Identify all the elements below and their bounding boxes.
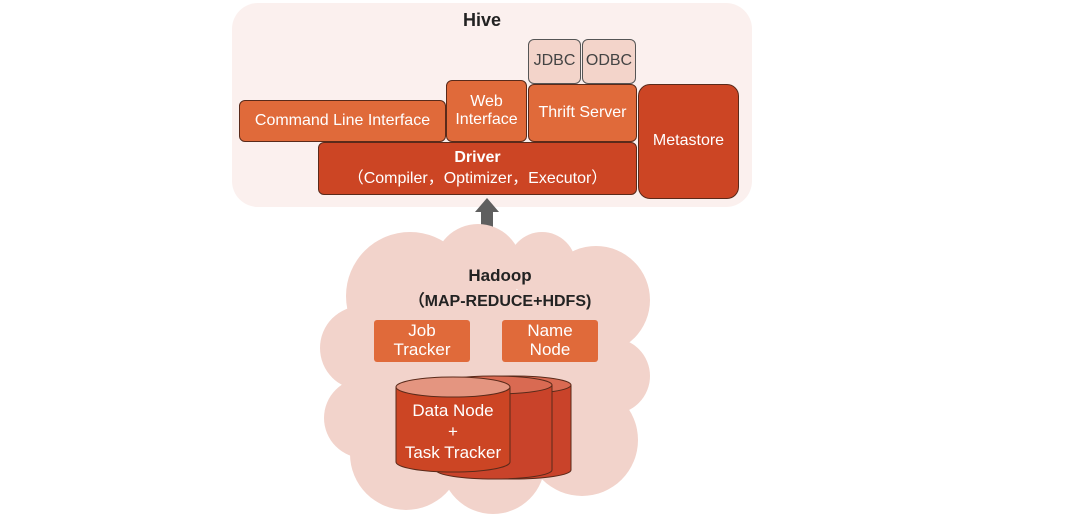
name-node-line1: Name bbox=[527, 321, 573, 341]
jdbc-box: JDBC bbox=[528, 39, 581, 84]
name-node-line2: Node bbox=[529, 340, 571, 359]
job-tracker-line2: Tracker bbox=[393, 340, 451, 359]
data-node-line1: Data Node bbox=[412, 401, 494, 420]
metastore-label: Metastore bbox=[652, 132, 725, 150]
job-tracker-line1: Job bbox=[408, 321, 436, 341]
cli-box: Command Line Interface bbox=[239, 100, 446, 142]
jdbc-label: JDBC bbox=[533, 52, 576, 70]
data-node-label: Data Node + Task Tracker bbox=[396, 400, 510, 463]
thrift-label: Thrift Server bbox=[538, 103, 627, 121]
hive-title: Hive bbox=[462, 10, 502, 30]
odbc-label: ODBC bbox=[585, 52, 633, 70]
driver-subtitle: （Compiler，Optimizer，Executor） bbox=[347, 169, 608, 187]
job-tracker-box: Job Tracker bbox=[374, 320, 470, 362]
metastore-box: Metastore bbox=[638, 84, 739, 199]
data-node-line2: + bbox=[448, 422, 458, 441]
name-node-box: Name Node bbox=[502, 320, 598, 362]
odbc-box: ODBC bbox=[582, 39, 636, 84]
web-label-line2: Interface bbox=[455, 111, 518, 128]
thrift-server-box: Thrift Server bbox=[528, 84, 637, 142]
data-node-line3: Task Tracker bbox=[404, 443, 502, 462]
web-label-line1: Web bbox=[470, 92, 503, 110]
hadoop-subtitle: （MAP-REDUCE+HDFS) bbox=[408, 293, 592, 310]
data-node-cylinders bbox=[395, 375, 572, 480]
cli-label: Command Line Interface bbox=[254, 111, 431, 129]
driver-title: Driver bbox=[454, 149, 501, 167]
web-interface-box: Web Interface bbox=[446, 80, 527, 142]
hadoop-title: Hadoop bbox=[468, 266, 532, 285]
driver-box: Driver （Compiler，Optimizer，Executor） bbox=[318, 142, 637, 195]
